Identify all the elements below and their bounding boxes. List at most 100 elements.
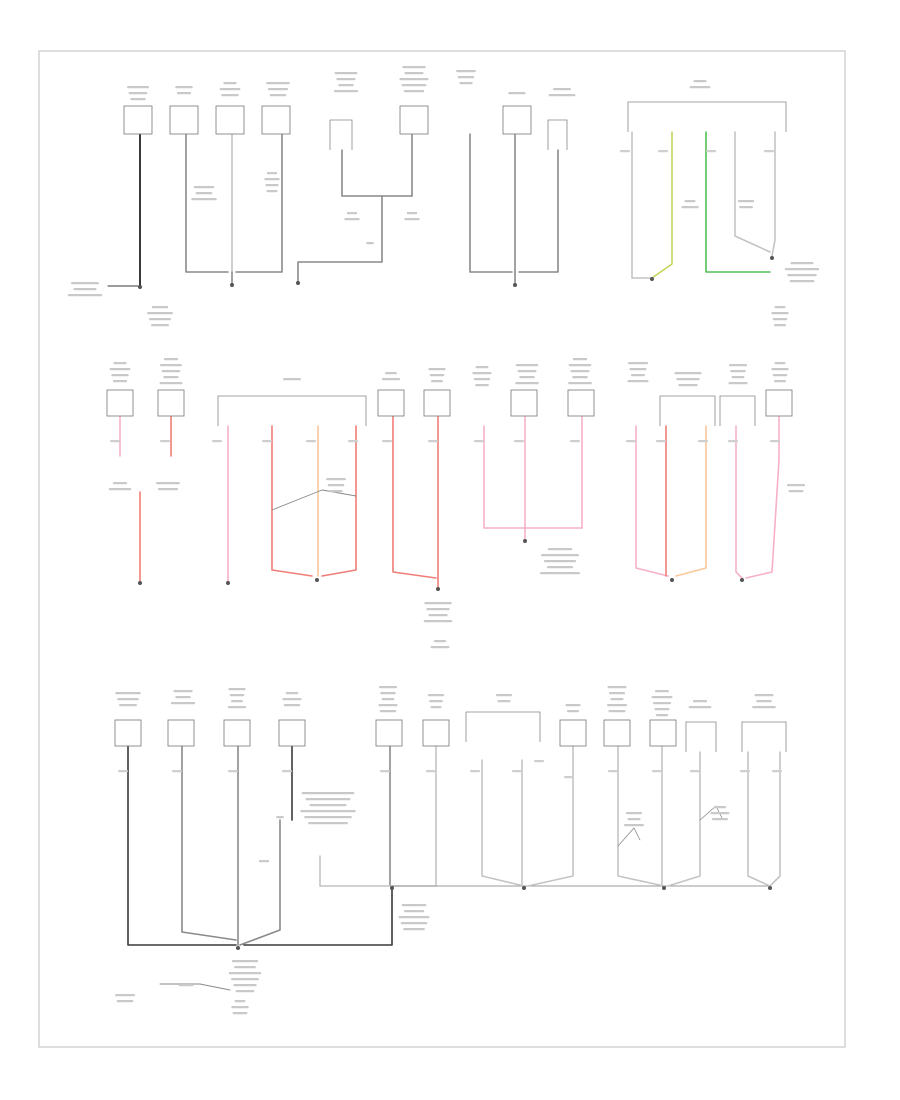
label-line <box>266 82 290 85</box>
label-line <box>570 370 590 373</box>
label-layer <box>67 66 820 1015</box>
wire-layer <box>107 131 781 991</box>
pin-tag <box>512 770 522 773</box>
label-scribble <box>623 812 645 827</box>
pin-tag <box>772 770 782 773</box>
wire-red-m5 <box>271 425 313 577</box>
wire-gray-3c <box>297 195 383 283</box>
label-line <box>67 294 103 297</box>
pin-tag <box>428 440 438 443</box>
pin-tag <box>118 770 128 773</box>
pin-tag <box>652 770 662 773</box>
label-line <box>728 382 748 385</box>
label-line <box>231 978 259 981</box>
pin-tag <box>382 440 392 443</box>
label-scribble <box>109 362 131 383</box>
pin-tag <box>380 770 390 773</box>
label-line <box>219 88 241 91</box>
label-line <box>114 994 136 997</box>
wire-red-m7 <box>321 425 357 577</box>
wire-light-l15 <box>617 745 665 887</box>
label-line <box>756 700 772 703</box>
label-line <box>684 200 696 203</box>
upper-bracket-b <box>547 119 568 150</box>
label-line <box>346 212 358 215</box>
wire-black-l6 <box>243 885 393 946</box>
label-line <box>170 702 196 705</box>
label-line <box>264 178 280 181</box>
label-line <box>459 82 473 85</box>
label-line <box>128 92 148 95</box>
label-line <box>234 966 256 969</box>
low-comp-6 <box>422 719 450 747</box>
label-scribble <box>752 694 776 709</box>
label-scribble <box>728 364 748 385</box>
label-line <box>285 692 299 695</box>
label-line <box>607 686 627 689</box>
label-line <box>430 646 450 649</box>
label-line <box>160 364 182 367</box>
label-line <box>111 374 129 377</box>
label-line <box>265 184 279 187</box>
label-line <box>380 692 396 695</box>
label-line <box>334 72 358 75</box>
wire-gray-3a <box>341 149 413 197</box>
label-line <box>655 714 669 717</box>
pin-tag <box>514 440 524 443</box>
wire-black-l1 <box>127 745 237 946</box>
label-line <box>151 306 169 309</box>
label-line <box>404 72 424 75</box>
wire-light-5e <box>771 131 776 257</box>
label-line <box>159 382 183 385</box>
label-line <box>543 560 577 563</box>
label-scribble <box>300 792 356 825</box>
label-line <box>175 86 193 89</box>
label-scribble <box>378 686 398 713</box>
ground-m2 <box>226 581 230 585</box>
label-line <box>553 88 571 91</box>
label-line <box>674 372 702 375</box>
pin-tag <box>740 770 750 773</box>
label-line <box>400 922 428 925</box>
label-scribble <box>515 364 539 385</box>
wire-gray-4c <box>518 149 559 273</box>
ground-g5 <box>650 277 654 281</box>
label-line <box>327 484 345 487</box>
label-line <box>508 92 526 95</box>
label-scribble <box>398 904 430 931</box>
label-line <box>772 374 788 377</box>
label-scribble <box>565 704 581 713</box>
upper-comp-5 <box>399 105 429 135</box>
ground-l4 <box>662 886 666 890</box>
label-line <box>401 904 427 907</box>
pin-tag <box>348 440 358 443</box>
label-line <box>228 688 246 691</box>
wire-green-5c <box>705 131 771 273</box>
label-scribble <box>228 960 262 993</box>
label-line <box>548 94 576 97</box>
label-scribble <box>495 694 513 703</box>
label-line <box>385 372 397 375</box>
label-line <box>654 708 670 711</box>
label-line <box>431 380 443 383</box>
label-line <box>115 692 141 695</box>
mid-bracket-c <box>719 395 756 426</box>
label-scribble <box>606 686 628 713</box>
label-line <box>266 172 278 175</box>
label-line <box>710 812 730 815</box>
label-scribble <box>674 372 702 387</box>
wire-light-5a <box>631 131 653 279</box>
label-scribble <box>568 358 592 385</box>
label-line <box>546 566 574 569</box>
label-scribble <box>115 692 141 707</box>
label-line <box>112 482 128 485</box>
ground-m7 <box>740 578 744 582</box>
label-line <box>234 1000 246 1003</box>
label-line <box>681 206 699 209</box>
label-scribble <box>326 478 346 493</box>
label-line <box>178 984 194 987</box>
ground-g5b <box>770 256 774 260</box>
wire-light-l10 <box>319 855 393 887</box>
low-comp-9 <box>649 719 677 747</box>
label-line <box>728 364 748 367</box>
